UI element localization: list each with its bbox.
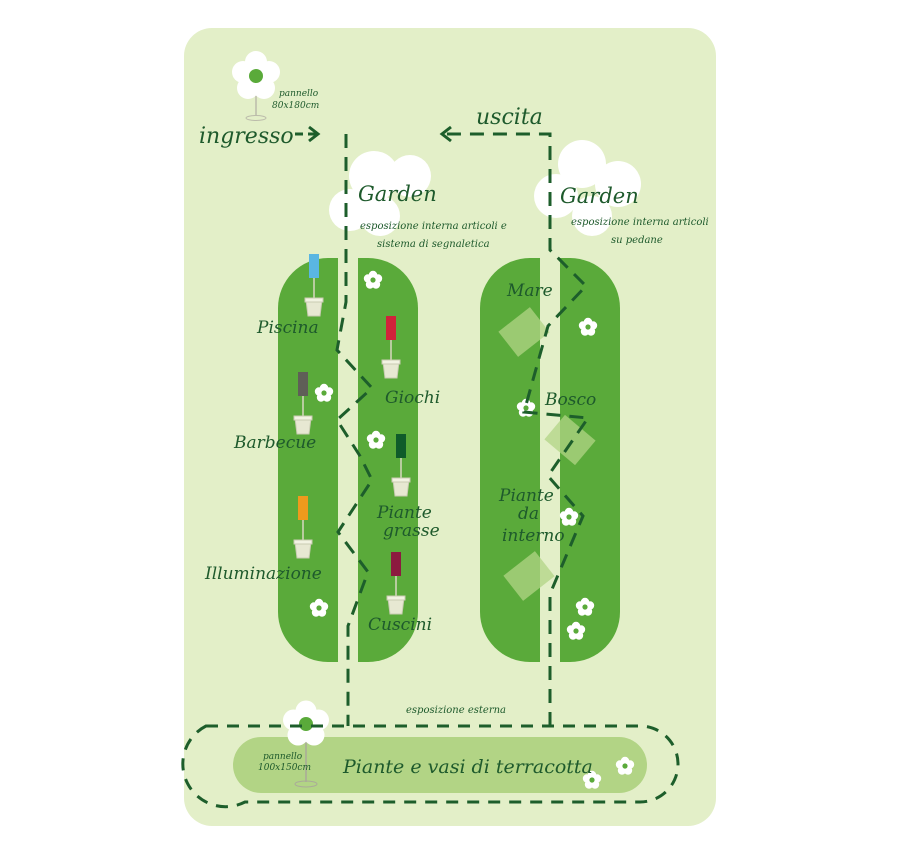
panel-big-flower-icon [283, 700, 329, 788]
zone-label-bosco: Bosco [544, 390, 596, 410]
garden-left-cloud [329, 151, 431, 236]
garden-right-desc-2: su pedane [611, 235, 663, 246]
panel-small-label: pannello [279, 89, 319, 99]
exit-label: uscita [476, 105, 543, 130]
pedana-mare [498, 307, 550, 357]
zone-label-piante-grasse-1: Piante [376, 503, 432, 523]
panel-big-size: 100x150cm [258, 763, 311, 773]
entrance-label: ingresso [199, 124, 294, 149]
garden-right-desc-1: esposizione interna articoli [571, 217, 709, 228]
external-display-label: esposizione esterna [406, 705, 506, 716]
sign-blue-icon [304, 254, 324, 317]
zone-label-piante-grasse-2: grasse [383, 521, 440, 541]
zone-label-piante-interno-3: interno [502, 526, 565, 546]
sign-red-icon [381, 316, 401, 379]
sign-maroon-icon [386, 552, 406, 615]
garden-right-cloud [534, 140, 641, 236]
terracotta-label: Piante e vasi di terracotta [342, 756, 593, 778]
zone-label-mare: Mare [506, 281, 553, 301]
zone-label-illuminazione: Illuminazione [204, 564, 322, 584]
left-bed-east [358, 258, 418, 662]
visitor-route [181, 125, 680, 809]
garden-left-desc-2: sistema di segnaletica [377, 239, 490, 250]
terracotta-bar [233, 737, 647, 793]
right-bed-east [560, 258, 620, 662]
garden-left-title: Garden [358, 182, 437, 206]
zone-label-piscina: Piscina [256, 318, 319, 338]
sign-darkgreen-icon [391, 434, 411, 497]
sign-orange-icon [293, 496, 313, 559]
zone-label-piante-interno-1: Piante [498, 486, 554, 506]
zone-label-cuscini: Cuscini [368, 615, 432, 635]
zone-label-barbecue: Barbecue [233, 433, 316, 453]
zone-label-giochi: Giochi [385, 388, 440, 408]
left-bed-west [278, 258, 338, 662]
garden-right-title: Garden [560, 184, 639, 208]
pedana-bosco [544, 414, 596, 466]
panel-small-flower-icon [232, 51, 280, 121]
pedana-piante-interno [503, 551, 555, 601]
zone-label-piante-interno-2: da [518, 504, 539, 524]
garden-left-desc-1: esposizione interna articoli e [360, 221, 507, 232]
panel-big-label: pannello [263, 752, 303, 762]
sign-grey-icon [293, 372, 313, 435]
panel-small-size: 80x180cm [272, 101, 319, 111]
